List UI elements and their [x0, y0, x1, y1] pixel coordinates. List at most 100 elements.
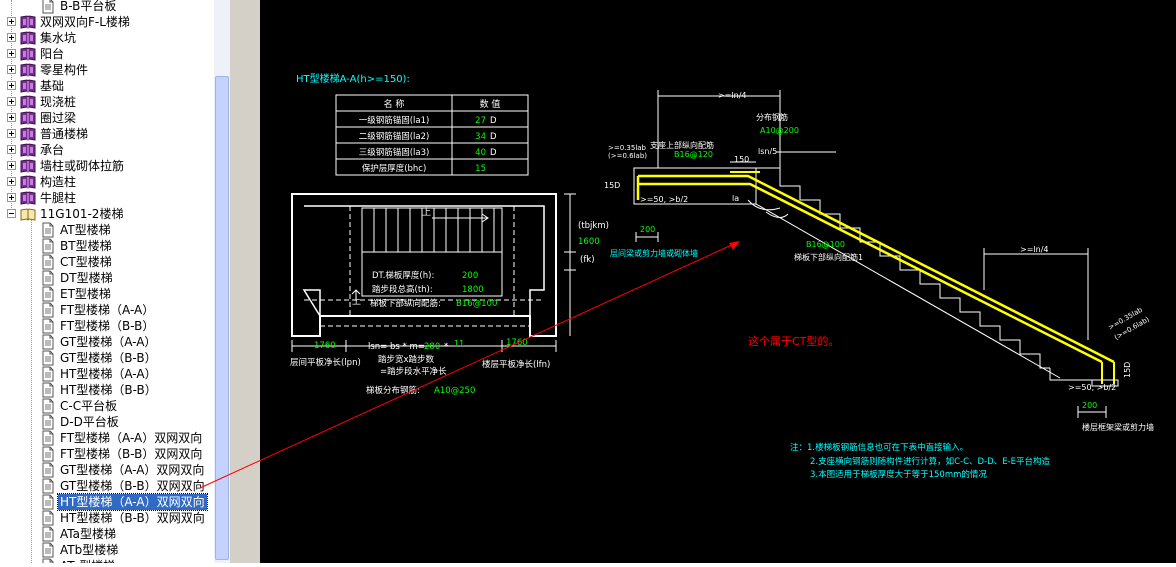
- note-line-3: 3.本图适用于梯板厚度大于等于150mm的情况: [810, 469, 987, 480]
- plan-right-label-1: (tbjkm): [578, 221, 609, 231]
- tree-item[interactable]: ATa型楼梯: [0, 526, 214, 542]
- plan-dim-mid-value-2[interactable]: 11: [454, 339, 464, 348]
- tree-item[interactable]: HT型楼梯（B-B）: [0, 382, 214, 398]
- expand-icon[interactable]: [7, 177, 16, 186]
- tree-item[interactable]: FT型楼梯（B-B）双网双向: [0, 446, 214, 462]
- tree-item[interactable]: HT型楼梯（B-B）双网双向: [0, 510, 214, 526]
- tree-item-label: DT型楼梯: [60, 271, 113, 285]
- tree-item-label: 承台: [40, 143, 65, 157]
- tree-item-label: 墙柱或砌体拉筋: [40, 159, 125, 173]
- expand-icon[interactable]: [7, 97, 16, 106]
- anchorage-table[interactable]: 名 称 数 值 一级钢筋锚固(la1) 27 D 二级钢筋锚固(la2) 34 …: [335, 94, 529, 176]
- section-dim-200-right[interactable]: 200: [1082, 401, 1097, 410]
- collapse-icon[interactable]: [7, 209, 16, 218]
- tree-item[interactable]: ATc型楼梯: [0, 558, 214, 563]
- plan-caption-left: 层间平板净长(lpn): [290, 357, 361, 368]
- plan-right-value-1[interactable]: 1600: [578, 237, 600, 247]
- plan-dim-mid-value-1[interactable]: 280: [424, 342, 440, 352]
- tree-item[interactable]: 现浇桩: [0, 94, 214, 110]
- table-row-value[interactable]: 40: [475, 148, 486, 158]
- tree-item[interactable]: 牛腿柱: [0, 190, 214, 206]
- tree-item[interactable]: 承台: [0, 142, 214, 158]
- tree-item-label: ATc型楼梯: [58, 558, 117, 563]
- section-top-rebar-value[interactable]: B16@120: [674, 150, 713, 159]
- document-icon: [42, 270, 55, 290]
- tree-scrollbar-thumb[interactable]: [215, 76, 229, 560]
- table-row-value[interactable]: 27: [475, 116, 486, 126]
- plan-dim-mid-star: *: [444, 342, 448, 352]
- tree-item-label: FT型楼梯（A-A）双网双向: [60, 431, 203, 445]
- tree-item[interactable]: HT型楼梯（A-A）双网双向: [0, 493, 214, 511]
- tree-item[interactable]: 阳台: [0, 46, 214, 62]
- expand-icon[interactable]: [7, 193, 16, 202]
- plan-dim-left[interactable]: 1760: [314, 341, 336, 351]
- tree-item[interactable]: 普通楼梯: [0, 126, 214, 142]
- table-row-name: 保护层厚度(bhc): [362, 163, 427, 174]
- tree-item-label: 双网双向F-L楼梯: [40, 15, 130, 29]
- tree-item[interactable]: ATb型楼梯: [0, 542, 214, 558]
- tree-item[interactable]: BT型楼梯: [0, 238, 214, 254]
- document-icon: [42, 222, 55, 242]
- tree-item-label: B-B平台板: [60, 0, 117, 13]
- tree-item[interactable]: 构造柱: [0, 174, 214, 190]
- tree-item-label: ATb型楼梯: [60, 543, 119, 557]
- tree-item[interactable]: HT型楼梯（A-A）: [0, 366, 214, 382]
- tree-item[interactable]: 圈过梁: [0, 110, 214, 126]
- section-bottom-rebar-label: 梯板下部纵向配筋1: [794, 252, 863, 262]
- expand-icon[interactable]: [7, 33, 16, 42]
- tree-panel[interactable]: B-B平台板双网双向F-L楼梯集水坑阳台零星构件基础现浇桩圈过梁普通楼梯承台墙柱…: [0, 0, 214, 563]
- expand-icon[interactable]: [7, 65, 16, 74]
- expand-icon[interactable]: [7, 161, 16, 170]
- tree-item[interactable]: ET型楼梯: [0, 286, 214, 302]
- expand-icon[interactable]: [7, 81, 16, 90]
- tree-item-label: FT型楼梯（B-B）: [60, 319, 155, 333]
- tree-item[interactable]: AT型楼梯: [0, 222, 214, 238]
- plan-bottom-rebar-value[interactable]: B16@100: [456, 299, 497, 309]
- tree-item[interactable]: GT型楼梯（B-B）双网双向: [0, 478, 214, 494]
- tree-item[interactable]: FT型楼梯（B-B）: [0, 318, 214, 334]
- plan-step-height-value[interactable]: 1800: [462, 285, 484, 295]
- table-row-name: 三级钢筋锚固(la3): [359, 147, 430, 158]
- tree-item[interactable]: 零星构件: [0, 62, 214, 78]
- expand-icon[interactable]: [7, 17, 16, 26]
- tree-item[interactable]: 集水坑: [0, 30, 214, 46]
- tree-item[interactable]: DT型楼梯: [0, 270, 214, 286]
- book-icon: [20, 62, 36, 82]
- tree-item[interactable]: 基础: [0, 78, 214, 94]
- tree-scrollbar[interactable]: [214, 0, 230, 563]
- panel-splitter[interactable]: [230, 0, 260, 563]
- table-row-value[interactable]: 34: [475, 132, 486, 142]
- tree-item[interactable]: FT型楼梯（A-A）双网双向: [0, 430, 214, 446]
- table-row-unit: D: [490, 132, 497, 142]
- tree-item[interactable]: C-C平台板: [0, 398, 214, 414]
- tree-item-label: 圈过梁: [40, 111, 77, 125]
- section-distribution-value[interactable]: A10@200: [760, 126, 799, 135]
- cad-drawing-canvas[interactable]: HT型楼梯A-A(h>=150): 名 称 数 值 一级钢筋锚固(la1) 27…: [260, 0, 1176, 563]
- tree-item[interactable]: FT型楼梯（A-A）: [0, 302, 214, 318]
- tree-item[interactable]: D-D平台板: [0, 414, 214, 430]
- plan-distribution-value[interactable]: A10@250: [434, 386, 475, 396]
- section-dim-200-left[interactable]: 200: [640, 225, 655, 234]
- expand-icon[interactable]: [7, 129, 16, 138]
- tree-item[interactable]: 11G101-2楼梯: [0, 206, 214, 222]
- expand-icon[interactable]: [7, 49, 16, 58]
- section-lsn5: lsn/5: [758, 147, 777, 156]
- expand-icon[interactable]: [7, 145, 16, 154]
- tree-item[interactable]: GT型楼梯（A-A）双网双向: [0, 462, 214, 478]
- plan-step-height-label: 踏步段总高(th):: [372, 284, 433, 295]
- tree-item[interactable]: 墙柱或砌体拉筋: [0, 158, 214, 174]
- section-la: la: [732, 194, 739, 203]
- tree-item[interactable]: 双网双向F-L楼梯: [0, 14, 214, 30]
- tree-item[interactable]: CT型楼梯: [0, 254, 214, 270]
- tree-item[interactable]: GT型楼梯（B-B）: [0, 350, 214, 366]
- tree-item[interactable]: B-B平台板: [0, 0, 214, 14]
- tree-item[interactable]: GT型楼梯（A-A）: [0, 334, 214, 350]
- document-icon: [42, 286, 55, 306]
- table-row-value[interactable]: 15: [475, 164, 486, 174]
- expand-icon[interactable]: [7, 113, 16, 122]
- section-bottom-rebar-value[interactable]: B16@100: [806, 240, 845, 249]
- tree-item-label: FT型楼梯（A-A）: [60, 303, 155, 317]
- tree-item-label: HT型楼梯（B-B）: [60, 383, 157, 397]
- plan-thickness-value[interactable]: 200: [462, 271, 478, 281]
- plan-dim-right[interactable]: 1760: [506, 338, 528, 348]
